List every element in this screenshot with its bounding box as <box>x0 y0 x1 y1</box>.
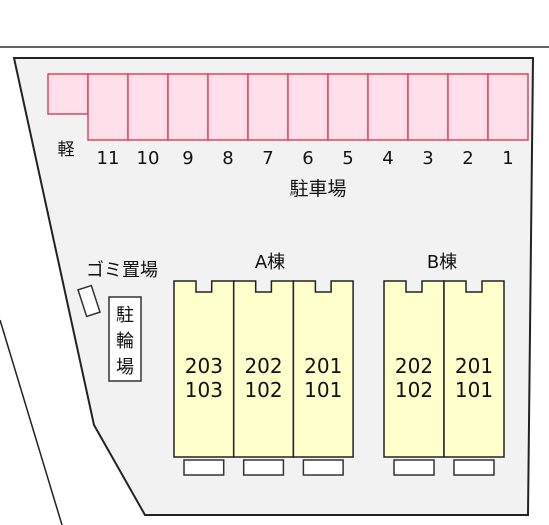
garbage-box <box>77 284 101 318</box>
parking-space-number: 6 <box>302 148 313 169</box>
unit-balcony <box>453 459 495 476</box>
unit-number-lower: 101 <box>304 378 342 402</box>
apartment-unit <box>232 280 295 458</box>
unit-number-upper: 201 <box>455 354 493 378</box>
parking-space-number: 10 <box>137 148 160 169</box>
parking-space <box>327 73 369 141</box>
parking-space-number: 4 <box>382 148 393 169</box>
parking-space-number: 1 <box>502 148 513 169</box>
apartment-unit <box>173 280 235 458</box>
parking-space <box>287 73 329 141</box>
parking-space-number: 7 <box>262 148 273 169</box>
parking-space-number: 3 <box>422 148 433 169</box>
parking-space-number: 8 <box>222 148 233 169</box>
parking-space <box>487 73 529 141</box>
parking-space-number: 2 <box>462 148 473 169</box>
road-edge <box>0 319 63 525</box>
unit-number-upper: 201 <box>304 354 342 378</box>
unit-number-lower: 102 <box>395 378 433 402</box>
unit-number-lower: 101 <box>455 378 493 402</box>
building-a-name: A棟 <box>255 252 285 273</box>
unit-balcony <box>242 459 285 476</box>
bicycle-label-char-3: 場 <box>116 357 134 378</box>
parking-space-kei <box>47 73 89 115</box>
parking-space <box>247 73 289 141</box>
parking-space <box>367 73 409 141</box>
space-numbers: 11 10 9 8 7 6 5 4 3 2 1 <box>97 148 514 169</box>
kei-car-label: 軽 <box>58 140 75 160</box>
parking-space <box>407 73 449 141</box>
unit-number-upper: 202 <box>244 354 282 378</box>
building-b-name: B棟 <box>427 252 457 273</box>
bicycle-parking-box <box>108 296 142 382</box>
garbage-area-label: ゴミ置場 <box>86 260 158 281</box>
unit-number-upper: 203 <box>185 354 223 378</box>
apartment-unit <box>443 280 505 458</box>
parking-space-number: 9 <box>182 148 193 169</box>
unit-number-lower: 102 <box>244 378 282 402</box>
parking-space-number: 11 <box>97 148 120 169</box>
apartment-unit <box>383 280 445 458</box>
parking-space <box>447 73 489 141</box>
unit-number-upper: 202 <box>395 354 433 378</box>
parking-space <box>127 73 169 141</box>
parking-space <box>87 73 129 141</box>
unit-balcony <box>302 459 344 476</box>
unit-number-lower: 103 <box>185 378 223 402</box>
bicycle-label-char-2: 輪 <box>116 331 134 352</box>
bicycle-label-char-1: 駐 <box>116 305 134 326</box>
parking-space <box>207 73 249 141</box>
unit-balcony <box>393 459 435 476</box>
apartment-unit <box>292 280 354 458</box>
parking-space-number: 5 <box>342 148 353 169</box>
parking-space <box>167 73 209 141</box>
unit-balcony <box>183 459 225 476</box>
parking-title: 駐車場 <box>289 178 346 200</box>
parking-area <box>47 73 529 141</box>
